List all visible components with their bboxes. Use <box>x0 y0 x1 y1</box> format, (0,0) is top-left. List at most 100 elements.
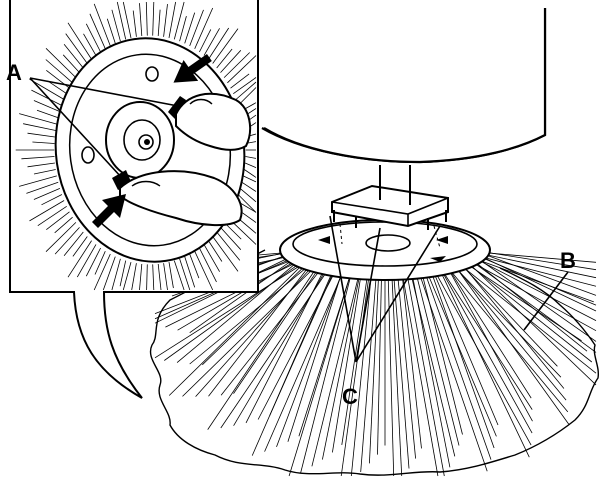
inset-bristle-stroke <box>29 200 65 222</box>
inset-bristle-stroke <box>227 55 257 84</box>
inset-bristle-stroke <box>27 162 55 168</box>
bristle-stroke <box>415 272 460 446</box>
inset-bristle-stroke <box>152 264 155 291</box>
bristle-stroke <box>401 270 439 477</box>
inset-bristle-stroke <box>29 78 65 100</box>
bristle-stroke <box>445 264 569 413</box>
bristle-stroke <box>322 272 361 460</box>
bristle-stroke <box>251 272 333 456</box>
hub-slot-front <box>430 256 446 262</box>
inset-bristle-stroke <box>45 48 77 78</box>
inset-bristle-stroke <box>32 141 55 144</box>
inset-bristle-stroke <box>244 169 257 178</box>
bristle-stroke <box>455 260 597 374</box>
inset-bristle-stroke <box>47 80 67 95</box>
inset-bristle-stroke <box>235 81 257 100</box>
inset-bristle-stroke <box>230 73 250 89</box>
inset-bristle-stroke <box>33 100 61 112</box>
bristle-stroke <box>233 266 321 394</box>
inset-bristle-stroke <box>19 175 57 187</box>
inset-bristle-stroke <box>241 181 257 192</box>
inset-bristle-stroke <box>179 258 191 291</box>
inset-bristle-stroke <box>45 222 77 252</box>
inset-bristle-stroke <box>163 263 168 291</box>
callout-b-label: B <box>560 248 576 273</box>
inset-bristle-stroke <box>168 262 174 289</box>
bristle-stroke <box>440 271 530 458</box>
bristle-stroke <box>195 264 314 397</box>
bristle-stroke <box>467 253 597 287</box>
inset-bristle-stroke <box>212 236 239 272</box>
clip-plate-top-edge <box>331 197 449 226</box>
bristle-stroke <box>207 268 316 430</box>
hub-slot-right <box>436 236 448 244</box>
inset-arrow-lower <box>92 194 126 228</box>
brush-bristles <box>154 250 597 477</box>
clip-leg-dashes <box>339 223 441 249</box>
bristle-stroke <box>276 270 344 448</box>
bristle-stroke <box>460 263 558 367</box>
bristle-stroke <box>377 275 382 455</box>
clip-plate <box>331 184 449 228</box>
inset-bristle-stroke <box>194 251 214 291</box>
bristle-stroke <box>189 260 315 365</box>
bristle-stroke <box>397 273 416 459</box>
inset-bristle-stroke <box>145 1 148 36</box>
bristle-stroke <box>409 270 456 457</box>
inset-bristle-stroke <box>173 1 185 40</box>
bristle-stroke <box>245 270 324 424</box>
inset-bristle-stroke <box>122 261 132 291</box>
inset-bristle-stroke <box>163 4 168 37</box>
bristle-stroke <box>469 264 597 386</box>
inset-bristle-stroke <box>41 194 63 206</box>
inset-bristle-stroke <box>76 244 97 278</box>
inset-bristle-stroke <box>23 123 56 131</box>
inset-bristle-stroke <box>157 9 161 37</box>
inset-bristle-stroke <box>194 7 214 49</box>
bristle-stroke <box>182 262 320 397</box>
inset-bristle-stroke <box>131 263 137 291</box>
machine-body-fill <box>264 0 545 162</box>
inset-bristle-stroke <box>122 1 132 38</box>
callout-b-leader <box>523 271 569 331</box>
inset-bristle-stroke <box>67 22 92 60</box>
inset-bristle-stroke <box>216 48 233 69</box>
machine-body-edge <box>263 8 547 164</box>
inset-bristle-stroke <box>212 28 239 64</box>
inset-bristle-stroke <box>62 54 80 73</box>
inset-bristle-stroke <box>111 9 121 42</box>
drive-shaft <box>379 165 411 205</box>
inset-bristle-stroke <box>93 3 111 47</box>
inset-bristle-stroke <box>233 77 257 95</box>
inset-bristle-stroke <box>243 175 257 183</box>
inset-bristle-stroke <box>220 227 242 250</box>
inset-finger-upper-nail <box>189 98 213 105</box>
inset-bristle-stroke <box>208 240 223 262</box>
bristle-stroke <box>456 268 570 425</box>
inset-bristle-stroke <box>157 263 162 291</box>
inset-bristle-stroke <box>239 188 257 203</box>
bristle-stroke <box>264 268 345 452</box>
inset-bristle-stroke <box>26 181 59 194</box>
hub-centre-hole <box>365 234 411 252</box>
inset-bristle-stroke <box>72 236 88 257</box>
bristle-stroke <box>432 267 532 446</box>
inset-bristle-stroke <box>245 156 257 159</box>
bristle-stroke <box>473 257 597 321</box>
inset-bristle-stroke <box>146 264 148 291</box>
inset-bristle-stroke <box>173 260 185 291</box>
bristle-stroke <box>465 255 594 303</box>
inset-bristle-stroke <box>179 15 187 42</box>
bristle-stroke <box>202 262 308 366</box>
bristle-stroke <box>360 270 377 473</box>
bristle-stroke <box>176 262 297 363</box>
bristle-stroke <box>164 260 304 361</box>
inset-bristle-stroke <box>102 256 116 291</box>
inset-bristle-stroke <box>63 44 84 69</box>
hub-slot-left <box>318 236 330 244</box>
bristle-stroke <box>463 266 565 389</box>
inset-bristle-stroke <box>216 231 241 261</box>
bristle-stroke <box>350 275 372 477</box>
inset-bristle-stroke <box>27 132 55 138</box>
